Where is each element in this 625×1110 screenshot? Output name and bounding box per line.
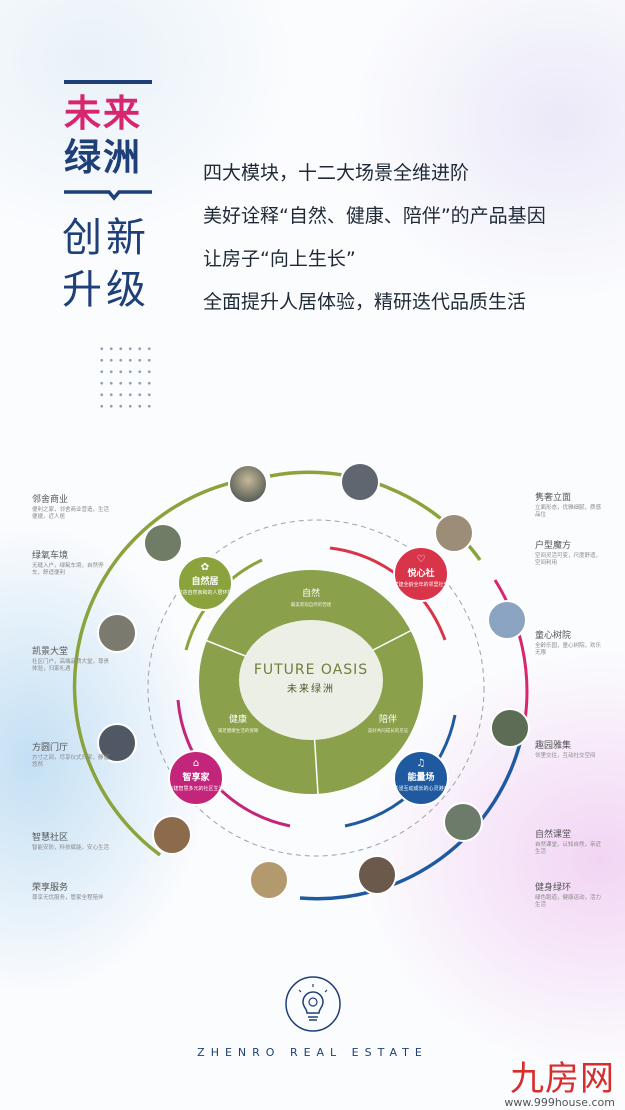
watermark-url: www.999house.com [504, 1096, 615, 1109]
site-watermark: 九房网 www.999house.com [504, 1062, 615, 1109]
center-title-en: FUTURE OASIS [254, 662, 368, 678]
module-node-nature-home: ✿ 自然居 打造自然亲和的人居环境 [177, 555, 233, 611]
svg-text:构建智慧多元的社区生活: 构建智慧多元的社区生活 [168, 785, 223, 792]
svg-text:⌂: ⌂ [193, 758, 199, 769]
title-line-1: 未来 [64, 92, 142, 135]
title-line-2: 绿洲 [64, 136, 142, 179]
zhenro-logo-icon [285, 976, 341, 1032]
svg-text:♫: ♫ [417, 758, 426, 769]
subtitle-line-2: 升级 [62, 267, 150, 313]
sector-desc-nature: 最美景观自然的营建 [291, 601, 332, 608]
svg-text:能量场: 能量场 [407, 771, 434, 783]
scene-photo-thumbnails [97, 462, 530, 900]
subtitle-line-1: 创新 [62, 215, 150, 261]
right-item-5: 自然课堂 自然课堂，认知自然，亲近生活 [535, 830, 602, 855]
svg-text:♡: ♡ [417, 554, 426, 565]
svg-text:智享家: 智享家 [182, 771, 210, 783]
title-bottom-bar [64, 190, 152, 201]
left-item-2: 绿氧车境 无缝入户，绿氧车境，自然停车，舒适便利 [32, 551, 104, 576]
svg-text:营建全龄全年的邻里社交: 营建全龄全年的邻里社交 [393, 581, 448, 588]
left-item-6: 荣享服务 尊享无忧服务，管家全程陪伴 [32, 883, 104, 901]
svg-text:共浸互动成长的心灵港湾: 共浸互动成长的心灵港湾 [393, 785, 448, 792]
right-item-4: 趣园雅集 邻里交往，互动社交空间 [535, 741, 596, 759]
left-item-3: 凯景大堂 社区门户，高端品质大堂，尊贵体验，归家礼遇 [32, 647, 110, 672]
brand-name: ZHENRO REAL ESTATE [197, 1046, 428, 1059]
svg-text:悦心社: 悦心社 [407, 567, 434, 579]
svg-text:自然居: 自然居 [191, 575, 218, 587]
outer-arc-pink [493, 579, 529, 721]
sector-desc-company: 美好共同成长的见证 [368, 727, 409, 734]
page-subtitle: 创新 升级 [62, 212, 172, 316]
module-node-smart-home: ⌂ 智享家 构建智慧多元的社区生活 [168, 750, 224, 806]
sector-label-company: 陪伴 [379, 713, 397, 725]
slogan-2: 美好诠释“自然、健康、陪伴”的产品基因 [203, 205, 546, 227]
sector-label-health: 健康 [229, 713, 247, 725]
dashed-ring [147, 519, 485, 857]
center-title-cn: 未来绿洲 [287, 682, 335, 695]
module-node-joy-society: ♡ 悦心社 营建全龄全年的邻里社交 [393, 546, 449, 602]
right-item-2: 户型魔方 空间灵活可变，尺度舒适，空间利用 [535, 541, 602, 566]
page-title: 未来 绿洲 [64, 92, 164, 180]
svg-text:✿: ✿ [201, 562, 209, 573]
watermark-name: 九房网 [510, 1059, 615, 1099]
outer-arc-green [72, 476, 256, 857]
svg-text:打造自然亲和的人居环境: 打造自然亲和的人居环境 [177, 589, 232, 596]
sector-label-nature: 自然 [302, 587, 320, 599]
module-node-energy-field: ♫ 能量场 共浸互动成长的心灵港湾 [393, 750, 449, 806]
outer-arc-blue [299, 734, 524, 901]
future-oasis-diagram: FUTURE OASIS 未来绿洲 自然 最美景观自然的营建 健康 满足健康生活… [72, 462, 530, 901]
center-core [239, 620, 383, 740]
sector-desc-health: 满足健康生活的保障 [218, 727, 259, 734]
title-top-bar [64, 80, 152, 84]
slogan-1: 四大模块，十二大场景全维进阶 [203, 162, 470, 184]
slogan-3: 让房子“向上生长” [203, 248, 356, 270]
right-item-3: 童心树院 全龄乐园，童心树院，欢乐无限 [535, 631, 602, 656]
left-item-5: 智慧社区 智能安防，科技赋能，安心生活 [32, 833, 110, 851]
slogan-4: 全面提升人居体验，精研迭代品质生活 [203, 291, 527, 313]
dot-grid-decoration [97, 343, 153, 413]
right-item-1: 隽奢立面 立面形态，优雅细腻，质感品位 [535, 493, 602, 518]
left-item-4: 方圆门厅 方寸之间，尽享仪式归家，静谧悠然 [32, 743, 110, 768]
right-item-6: 健身绿环 绿色跑道，健康运动，活力生活 [535, 883, 602, 908]
left-item-1: 邻舍商业 便利之家，邻舍商业营造，生活便捷，近人居 [32, 495, 110, 520]
